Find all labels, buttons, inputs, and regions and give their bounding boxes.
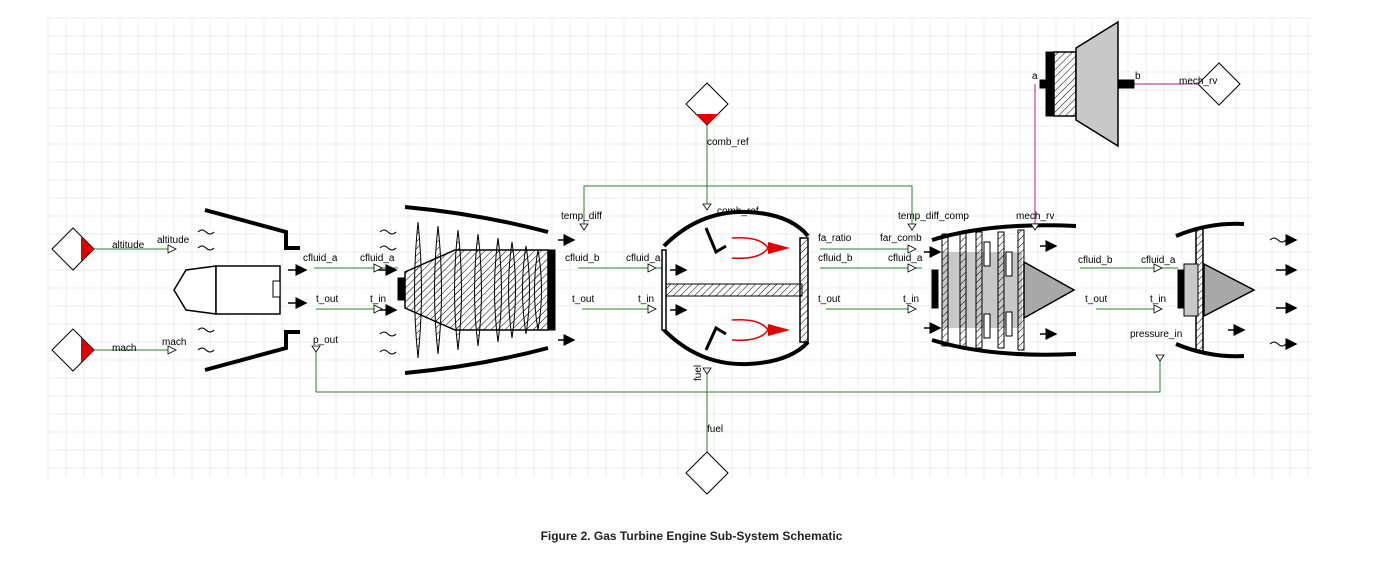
turbine-vane (983, 313, 991, 339)
compressor-cfluid-a-label: cfluid_a (360, 253, 395, 264)
comb-ref-source[interactable] (685, 82, 729, 126)
mech-rv-source[interactable] (1197, 62, 1241, 106)
turbine-mech-rv-label: mech_rv (1016, 211, 1054, 222)
nozzle-pressure-in-label: pressure_in (1130, 329, 1182, 340)
load-port-b-label: b (1135, 71, 1141, 82)
mech-rv-src-label: mech_rv (1179, 76, 1217, 87)
compressor-blade (434, 225, 442, 355)
comb-ref-src-label: comb_ref (707, 137, 749, 148)
fuel-source[interactable] (685, 451, 729, 495)
compressor-blade (534, 249, 542, 331)
turbine-vane (1005, 251, 1013, 277)
mach-source[interactable] (51, 328, 95, 372)
combustor-component[interactable] (661, 209, 810, 367)
mechanical-load-component[interactable] (1039, 20, 1135, 148)
combustor-fa-ratio-label: fa_ratio (818, 233, 852, 244)
comb-ref-port-label: comb_ref (717, 206, 759, 217)
figure-caption: Figure 2. Gas Turbine Engine Sub-System … (540, 529, 843, 543)
combustor-cfluid-a-label: cfluid_a (626, 253, 661, 264)
inlet-cfluid-label: cfluid_a (303, 253, 338, 264)
port-markers (167, 203, 1165, 375)
combustor-t-out-label: t_out (818, 294, 840, 305)
turbine-blade (941, 233, 949, 347)
altitude-source[interactable] (51, 227, 95, 271)
fuel-src-label: fuel (707, 424, 723, 435)
compressor-blade (494, 237, 502, 343)
compressor-cfluid-b-label: cfluid_b (565, 253, 600, 264)
turbine-temp-diff-comp-label: temp_diff_comp (898, 211, 969, 222)
compressor-blade (522, 245, 530, 335)
turbine-cfluid-a-label: cfluid_a (888, 253, 923, 264)
wire-labels: altitude altitude mach mach cfluid_a t_o… (112, 71, 1217, 435)
mech-wires (1034, 83, 1198, 224)
turbine-blade (959, 231, 967, 349)
load-port-a-label: a (1032, 71, 1038, 82)
mach-src-label: mach (112, 343, 136, 354)
turbine-vane (1005, 311, 1013, 337)
nozzle-cfluid-a-label: cfluid_a (1141, 255, 1176, 266)
wire-pressure[interactable] (315, 350, 1161, 393)
signal-wires (94, 120, 1178, 452)
compressor-blade (454, 229, 462, 351)
wire-temp-diff[interactable] (583, 185, 913, 224)
turbine-cfluid-b-label: cfluid_b (1078, 255, 1113, 266)
compressor-blade (508, 241, 516, 339)
nozzle-component[interactable] (1175, 221, 1298, 359)
compressor-blade (414, 221, 422, 359)
turbine-blade (975, 231, 983, 349)
compressor-blade (474, 233, 482, 347)
mach-port-label: mach (162, 337, 186, 348)
compressor-t-out-label: t_out (572, 294, 594, 305)
inlet-t-out-label: t_out (316, 294, 338, 305)
nozzle-t-in-label: t_in (1150, 294, 1166, 305)
combustor-cfluid-b-label: cfluid_b (818, 253, 853, 264)
altitude-port-label: altitude (157, 235, 190, 246)
inlet-p-out-label: p_out (313, 335, 338, 346)
compressor-temp-diff-label: temp_diff (561, 211, 602, 222)
altitude-src-label: altitude (112, 240, 145, 251)
turbine-component[interactable] (924, 223, 1077, 357)
turbine-blade (997, 231, 1005, 349)
turbine-far-comb-label: far_comb (880, 233, 922, 244)
turbine-vane (983, 241, 991, 267)
turbine-t-in-label: t_in (903, 294, 919, 305)
compressor-component[interactable] (378, 205, 576, 375)
fuel-port-label: fuel (693, 365, 704, 381)
inlet-component[interactable] (173, 208, 308, 372)
compressor-t-in-label: t_in (370, 294, 386, 305)
turbine-blade (1017, 229, 1025, 351)
turbine-t-out-label: t_out (1085, 294, 1107, 305)
combustor-t-in-label: t_in (638, 294, 654, 305)
